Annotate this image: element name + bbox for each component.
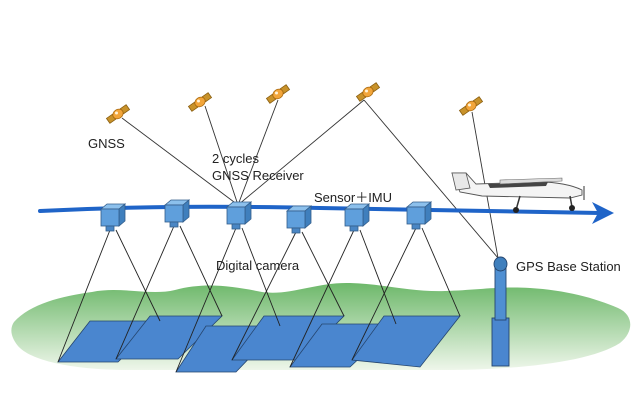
camera-icon	[406, 201, 432, 230]
receiver-label-line1: 2 cycles	[212, 151, 259, 166]
receiver-label-line2: GNSS Receiver	[212, 168, 304, 183]
gnss-signal-lines	[121, 99, 499, 259]
footprint-5	[289, 323, 398, 368]
camera-view-lines	[57, 225, 461, 373]
footprint-2	[115, 315, 223, 360]
digital-camera-label: Digital camera	[216, 258, 300, 273]
footprint-6	[351, 315, 461, 368]
satellite-icon	[458, 96, 484, 116]
satellite-icon	[187, 92, 213, 112]
gnss-label: GNSS	[88, 136, 125, 151]
gps-base-station-label: GPS Base Station	[516, 259, 621, 274]
camera-icon	[226, 201, 252, 230]
flight-direction-arrow	[592, 202, 614, 224]
satellites	[105, 82, 484, 124]
aircraft-icon	[451, 172, 585, 213]
camera-icon	[344, 203, 370, 232]
camera-icon	[100, 203, 126, 232]
flight-path	[38, 204, 602, 215]
sensor-imu-label: Sensor＋IMU	[314, 190, 392, 205]
satellite-icon	[355, 82, 381, 102]
camera-icon	[164, 199, 190, 228]
image-footprints	[57, 315, 461, 373]
footprint-1	[57, 320, 161, 363]
base-station-icon	[491, 256, 510, 367]
camera-icon	[286, 205, 312, 234]
